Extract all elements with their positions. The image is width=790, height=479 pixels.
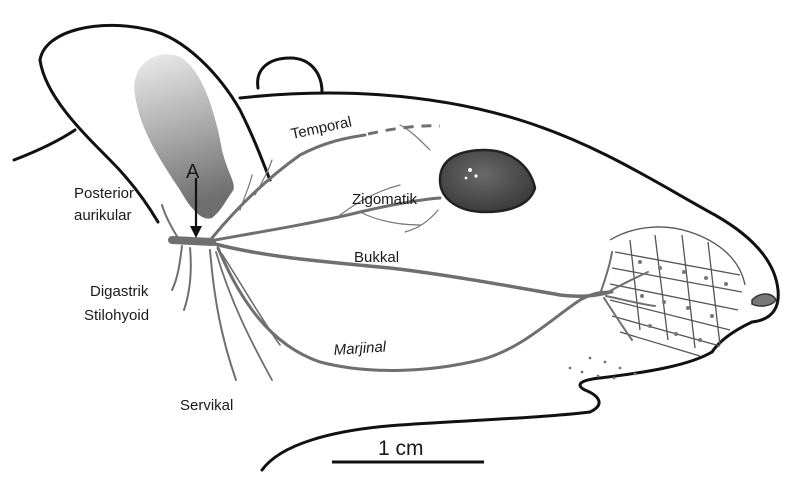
- second-ear-outline: [258, 58, 322, 92]
- label-posterior: Posterior: [74, 185, 134, 202]
- label-marjinal: Marjinal: [333, 338, 387, 359]
- facial-nerve: [162, 126, 655, 380]
- head-outline: [14, 93, 778, 470]
- scale-bar-label: 1 cm: [378, 437, 424, 460]
- eye: [400, 125, 535, 232]
- label-stilohyoid: Stilohyoid: [84, 307, 149, 324]
- label-digastrik: Digastrik: [90, 283, 149, 300]
- whisker-dots: [569, 260, 728, 379]
- label-servikal: Servikal: [180, 397, 233, 414]
- marker-label-a: A: [186, 161, 200, 183]
- nose: [752, 294, 776, 306]
- scale-bar: 1 cm: [332, 437, 484, 462]
- label-zigomatik: Zigomatik: [352, 191, 418, 208]
- label-aurikular: aurikular: [74, 207, 132, 224]
- label-bukkal: Bukkal: [354, 249, 399, 266]
- temporal-dashed-extension: [368, 126, 440, 134]
